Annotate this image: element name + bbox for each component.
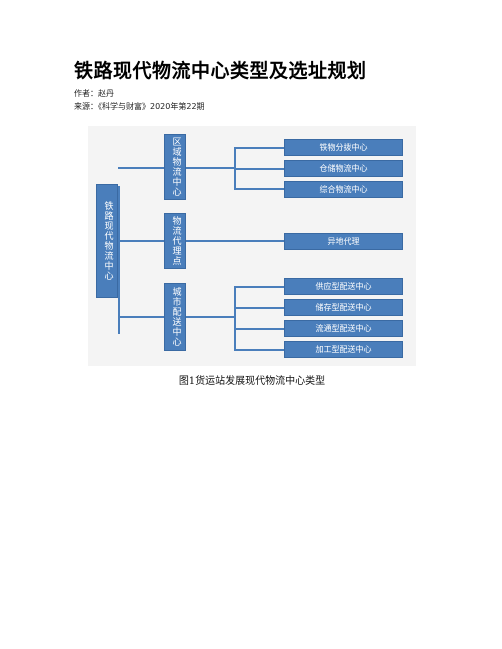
diagram-leaf-node: 流通型配送中心 bbox=[284, 320, 403, 337]
connector-branch-3 bbox=[118, 316, 164, 318]
connector-b2-c1 bbox=[186, 240, 284, 242]
diagram-branch-node-regional: 区域物流中心 bbox=[164, 134, 186, 200]
connector-branch-2 bbox=[118, 240, 164, 242]
article-title: 铁路现代物流中心类型及选址规划 bbox=[74, 60, 367, 82]
connector-b1-stub bbox=[186, 167, 234, 169]
diagram-root-node: 铁路现代物流中心 bbox=[96, 184, 118, 298]
connector-b3-trunk bbox=[234, 286, 236, 351]
connector-b1-c3 bbox=[234, 188, 284, 190]
diagram-leaf-node: 铁物分拨中心 bbox=[284, 139, 403, 156]
logistics-type-diagram: 铁路现代物流中心 区域物流中心 物流代理点 城市配送中心 铁物分拨中心 仓储物流… bbox=[88, 126, 416, 366]
diagram-branch-node-city: 城市配送中心 bbox=[164, 283, 186, 351]
connector-b1-c1 bbox=[234, 147, 284, 149]
diagram-leaf-node: 仓储物流中心 bbox=[284, 160, 403, 177]
figure-caption: 图1货运站发展现代物流中心类型 bbox=[178, 376, 326, 387]
diagram-leaf-node: 供应型配送中心 bbox=[284, 278, 403, 295]
diagram-leaf-node: 储存型配送中心 bbox=[284, 299, 403, 316]
connector-b3-c1 bbox=[234, 286, 284, 288]
connector-root-trunk bbox=[118, 186, 120, 334]
connector-b3-stub bbox=[186, 316, 234, 318]
connector-b3-c2 bbox=[234, 307, 284, 309]
diagram-branch-node-agent: 物流代理点 bbox=[164, 213, 186, 269]
diagram-leaf-node: 异地代理 bbox=[284, 233, 403, 250]
connector-branch-1 bbox=[118, 167, 164, 169]
diagram-leaf-node: 综合物流中心 bbox=[284, 181, 403, 198]
article-source: 来源：《科学与财富》2020年第22期 bbox=[74, 102, 205, 111]
connector-b3-c4 bbox=[234, 349, 284, 351]
connector-b3-c3 bbox=[234, 328, 284, 330]
diagram-leaf-node: 加工型配送中心 bbox=[284, 341, 403, 358]
article-author: 作者：赵丹 bbox=[74, 89, 114, 98]
connector-b1-c2 bbox=[234, 168, 284, 170]
